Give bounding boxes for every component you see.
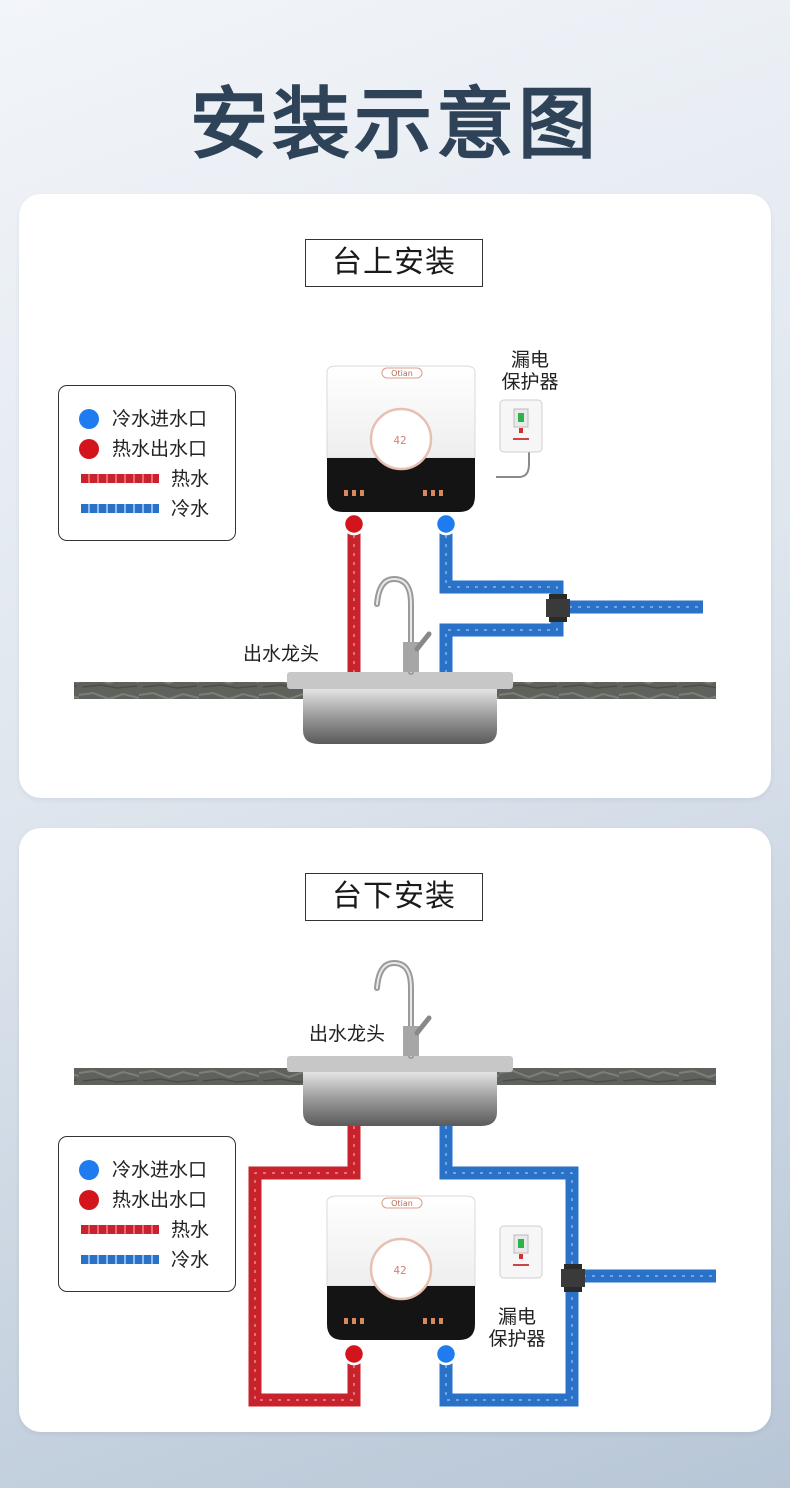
cold-inlet-legend-dot [79,1160,99,1180]
water-heater [326,365,476,512]
section-title-countertop: 台上安装 [305,239,483,287]
faucet-label: 出水龙头 [309,1023,386,1045]
leakage-protector-device [499,399,543,453]
undercounter-installation-card: 台下安装 [19,828,771,1432]
legend: 冷水进水口 热水出水口 热水 冷水 [58,1136,236,1292]
cold-inlet-dot [434,1342,458,1366]
page-title: 安装示意图 [189,80,600,170]
faucet [374,959,432,1059]
hot-outlet-dot [342,512,366,536]
hot-outlet-legend-dot [79,1190,99,1210]
heater-brand: Otian [391,369,413,378]
countertop-diagram: Otian 42 [74,365,716,744]
sink-rim [287,1056,513,1072]
water-heater [326,1195,476,1340]
undercounter-diagram: Otian 42 [74,959,716,1407]
countertop-installation-card: 台上安装 [19,194,771,798]
heater-brand: Otian [391,1199,413,1208]
legend: 冷水进水口 热水出水口 热水 冷水 [58,385,236,541]
sink-rim [287,672,513,689]
cold-inlet-dot [434,512,458,536]
cold-pipe-legend-swatch [81,1255,159,1264]
faucet-label: 出水龙头 [243,643,320,665]
leakage-protector-device [499,1225,543,1279]
power-cable [496,448,530,478]
hot-outlet-dot [342,1342,366,1366]
cold-water-pipe [439,526,703,682]
leakage-protector-label: 漏电 保护器 [488,1306,546,1350]
hot-pipe-legend-swatch [81,474,159,483]
leakage-protector-label: 漏电 保护器 [501,349,559,393]
hot-outlet-legend-dot [79,439,99,459]
hot-pipe-legend-swatch [81,1225,159,1234]
section-title-undercounter: 台下安装 [305,873,483,921]
sink-basin [303,689,497,744]
faucet [374,575,432,675]
heater-display: 42 [393,1264,406,1277]
sink-basin [303,1072,497,1126]
cold-water-pipe [439,1126,716,1407]
cold-inlet-legend-dot [79,409,99,429]
heater-display: 42 [393,434,406,447]
cold-pipe-legend-swatch [81,504,159,513]
